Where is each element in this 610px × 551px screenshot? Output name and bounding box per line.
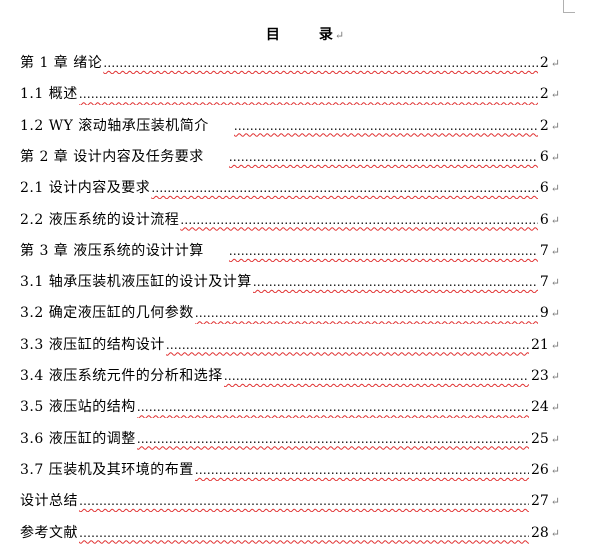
toc-entry-page-number: 7 — [539, 274, 549, 291]
toc-dot-leader: …………………………………………………………………………………………………………… — [233, 118, 538, 133]
toc-entry[interactable]: 3.5 液压站的结构………………………………………………………………………………… — [20, 396, 560, 418]
toc-dot-leader: …………………………………………………………………………………………………………… — [228, 149, 538, 164]
toc-entry[interactable]: 3.4 液压系统元件的分析和选择………………………………………………………………… — [20, 365, 560, 387]
paragraph-mark-icon: ↵ — [550, 401, 560, 415]
toc-entry[interactable]: 第 1 章 绪论……………………………………………………………………………………… — [20, 52, 560, 74]
toc-dot-leader: …………………………………………………………………………………………………………… — [194, 462, 529, 477]
toc-entry-label: 第 1 章 绪论 — [20, 55, 103, 71]
toc-entry[interactable]: 第 2 章 设计内容及任务要求 …………………………………………………………………… — [20, 146, 560, 168]
toc-dot-leader: …………………………………………………………………………………………………………… — [79, 525, 529, 540]
toc-entry[interactable]: 设计总结………………………………………………………………………………………………… — [20, 490, 560, 512]
paragraph-mark-icon: ↵ — [334, 29, 345, 42]
toc-dot-leader: …………………………………………………………………………………………………………… — [136, 400, 529, 415]
toc-entry[interactable]: 3.1 轴承压装机液压缸的设计及计算…………………………………………………………… — [20, 271, 560, 293]
toc-entry[interactable]: 1.2 WY 滚动轴承压装机简介 ………………………………………………………………… — [20, 115, 560, 137]
toc-entry-label: 3.4 液压系统元件的分析和选择 — [20, 368, 223, 384]
toc-entry-page-number: 9 — [539, 305, 549, 322]
toc-entry-label: 3.6 液压缸的调整 — [20, 430, 136, 447]
paragraph-mark-icon: ↵ — [550, 57, 560, 70]
toc-entry-page-number: 6 — [539, 211, 549, 228]
toc-title: 目 录↵ — [0, 24, 610, 44]
toc-entry-page-number: 7 — [539, 242, 549, 259]
paragraph-mark-icon: ↵ — [550, 370, 560, 383]
paragraph-mark-icon: ↵ — [550, 432, 560, 446]
paragraph-mark-icon: ↵ — [550, 495, 560, 509]
toc-entry[interactable]: 3.6 液压缸的调整………………………………………………………………………………… — [20, 428, 560, 450]
paragraph-mark-icon: ↵ — [550, 88, 560, 102]
paragraph-mark-icon: ↵ — [550, 276, 560, 290]
toc-entry[interactable]: 参考文献………………………………………………………………………………………………… — [20, 522, 560, 544]
paragraph-mark-icon: ↵ — [550, 213, 560, 227]
toc-entry-page-number: 2 — [539, 117, 549, 134]
toc-entry-label: 1.1 概述 — [20, 86, 78, 103]
toc-entry-label: 3.3 液压缸的结构设计 — [20, 336, 165, 353]
toc-entry-page-number: 23 — [530, 368, 549, 384]
toc-entry-page-number: 2 — [539, 86, 549, 103]
paragraph-mark-icon: ↵ — [550, 119, 560, 133]
paragraph-mark-icon: ↵ — [550, 463, 560, 477]
toc-entry-page-number: 21 — [530, 336, 549, 353]
toc-entry-page-number: 26 — [530, 461, 549, 478]
toc-entry-label: 2.2 液压系统的设计流程 — [20, 211, 180, 228]
toc-entry-label: 3.2 确定液压缸的几何参数 — [20, 305, 194, 322]
paragraph-mark-icon: ↵ — [550, 150, 560, 164]
paragraph-mark-icon: ↵ — [550, 338, 560, 352]
toc-dot-leader: …………………………………………………………………………………………………………… — [228, 243, 538, 258]
toc-entry-page-number: 28 — [530, 524, 549, 541]
toc-entry-page-number: 6 — [539, 148, 549, 165]
toc-dot-leader: …………………………………………………………………………………………………………… — [223, 369, 529, 383]
toc-entry-label: 第 2 章 设计内容及任务要求 — [20, 148, 204, 165]
toc-entry-page-number: 25 — [530, 430, 549, 447]
toc-dot-leader: …………………………………………………………………………………………………………… — [136, 431, 529, 446]
toc-entry[interactable]: 第 3 章 液压系统的设计计算 …………………………………………………………………… — [20, 240, 560, 262]
toc-entry-page-number: 24 — [530, 399, 549, 416]
toc-dot-leader: …………………………………………………………………………………………………………… — [194, 306, 538, 321]
toc-entry[interactable]: 1.1 概述…………………………………………………………………………………………… — [20, 83, 560, 105]
paragraph-mark-icon: ↵ — [550, 307, 560, 321]
toc-dot-leader: …………………………………………………………………………………………………………… — [103, 56, 538, 70]
toc-entry-label: 3.7 压装机及其环境的布置 — [20, 461, 194, 478]
margin-corner-mark — [563, 0, 564, 12]
toc-dot-leader: …………………………………………………………………………………………………………… — [151, 181, 538, 196]
margin-corner-mark-horizontal — [563, 12, 575, 13]
toc-entry-label: 2.1 设计内容及要求 — [20, 180, 151, 197]
toc-entry-page-number: 2 — [539, 55, 549, 71]
toc-dot-leader: …………………………………………………………………………………………………………… — [78, 87, 538, 102]
toc-entry[interactable]: 3.2 确定液压缸的几何参数……………………………………………………………………… — [20, 302, 560, 324]
toc-entry-label: 参考文献 — [20, 524, 78, 541]
toc-dot-leader: …………………………………………………………………………………………………………… — [252, 275, 538, 290]
toc-entry-label: 3.5 液压站的结构 — [20, 399, 136, 416]
toc-dot-leader: …………………………………………………………………………………………………………… — [180, 212, 538, 227]
toc-entry-label: 1.2 WY 滚动轴承压装机简介 — [20, 117, 209, 134]
toc-entry[interactable]: 3.7 压装机及其环境的布置……………………………………………………………………… — [20, 459, 560, 481]
toc-entry[interactable]: 2.2 液压系统的设计流程………………………………………………………………………… — [20, 209, 560, 231]
paragraph-mark-icon: ↵ — [550, 182, 560, 196]
toc-entry-label: 第 3 章 液压系统的设计计算 — [20, 242, 204, 259]
toc-entry[interactable]: 3.3 液压缸的结构设计…………………………………………………………………………… — [20, 334, 560, 356]
paragraph-mark-icon: ↵ — [550, 526, 560, 540]
toc-dot-leader: …………………………………………………………………………………………………………… — [165, 337, 529, 352]
paragraph-mark-icon: ↵ — [550, 244, 560, 258]
toc-title-text: 目 录 — [265, 27, 333, 43]
toc-entry[interactable]: 2.1 设计内容及要求……………………………………………………………………………… — [20, 177, 560, 199]
toc-entry-label: 3.1 轴承压装机液压缸的设计及计算 — [20, 274, 252, 291]
toc-dot-leader: …………………………………………………………………………………………………………… — [79, 494, 529, 509]
toc-entry-label: 设计总结 — [20, 493, 78, 510]
toc-entry-page-number: 6 — [539, 180, 549, 197]
toc-entry-page-number: 27 — [530, 493, 549, 510]
